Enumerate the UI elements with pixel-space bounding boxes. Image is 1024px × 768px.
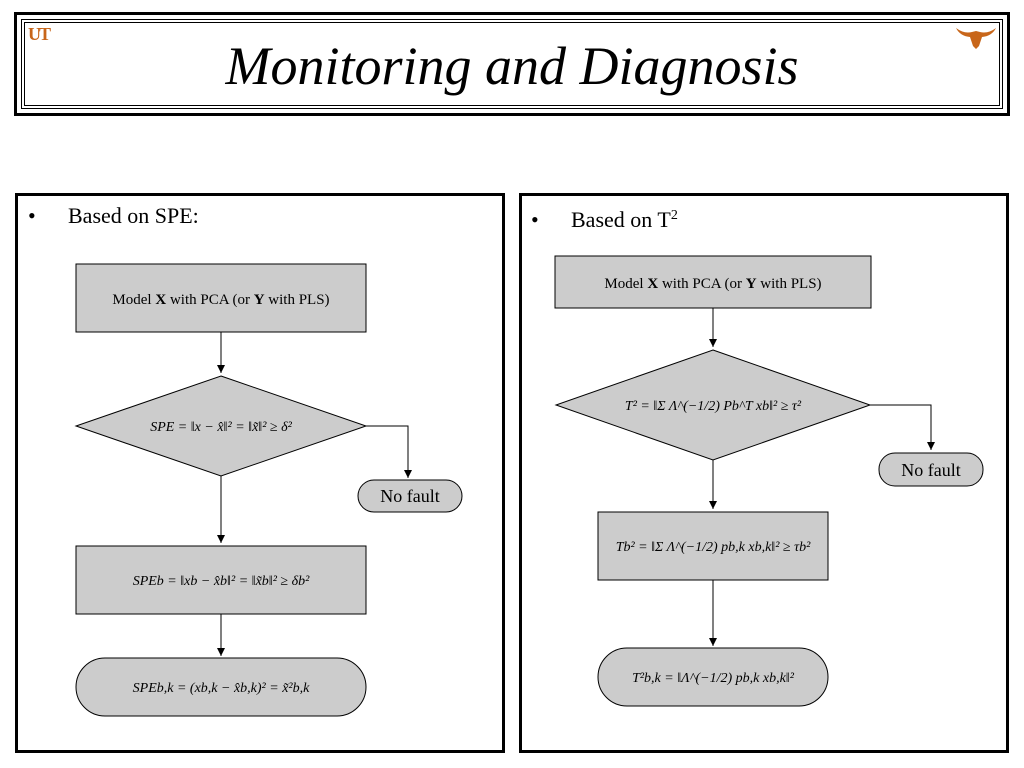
t2-b-box: Tb² = ‖Σ Λ^(−1/2) pb,k xb,k‖² ≥ τb² [597, 511, 829, 581]
t2-no-fault: No fault [878, 452, 984, 487]
longhorn-icon [956, 28, 996, 49]
spe-bk-terminal: SPEb,k = (xb,k − x̂b,k)² = x̃²b,k [75, 657, 367, 717]
t2-bk-terminal: T²b,k = ‖Λ^(−1/2) pb,k xb,k‖² [597, 647, 829, 707]
svg-text:SPE = ‖x − x̂‖² = ‖x̃‖² ≥ δ²: SPE = ‖x − x̂‖² = ‖x̃‖² ≥ δ² [150, 420, 292, 435]
svg-text:SPEb,k = (xb,k − x̂b,k)² = x̃²: SPEb,k = (xb,k − x̂b,k)² = x̃²b,k [133, 681, 310, 696]
title-frame [14, 12, 1010, 116]
svg-text:No fault: No fault [901, 460, 960, 480]
t2-bullet: •Based on T2 [531, 207, 678, 232]
svg-text:T²b,k = ‖Λ^(−1/2) pb,k xb,k‖²: T²b,k = ‖Λ^(−1/2) pb,k xb,k‖² [632, 671, 795, 686]
spe-b-box: SPEb = ‖xb − x̂b‖² = ‖x̃b‖² ≥ δb² [75, 545, 367, 615]
slide-title: Monitoring and Diagnosis [225, 36, 799, 96]
svg-text:SPEb = ‖xb − x̂b‖² = ‖x̃b‖² ≥: SPEb = ‖xb − x̂b‖² = ‖x̃b‖² ≥ δb² [133, 574, 310, 589]
svg-text:Tb² = ‖Σ Λ^(−1/2) pb,k xb,k‖²: Tb² = ‖Σ Λ^(−1/2) pb,k xb,k‖² ≥ τb² [616, 540, 811, 555]
spe-bullet: •Based on SPE: [28, 203, 199, 228]
svg-text:Model X with PCA (or Y with PL: Model X with PCA (or Y with PLS) [604, 276, 821, 292]
svg-text:No fault: No fault [380, 486, 439, 506]
svg-text:T² = ‖Σ Λ^(−1/2) Pb^T xb‖² ≥ τ: T² = ‖Σ Λ^(−1/2) Pb^T xb‖² ≥ τ² [625, 399, 802, 414]
svg-text:Model X with PCA (or Y with PL: Model X with PCA (or Y with PLS) [112, 292, 329, 308]
spe-decision-diamond: SPE = ‖x − x̂‖² = ‖x̃‖² ≥ δ² [74, 375, 368, 477]
spe-no-fault: No fault [357, 479, 463, 513]
ut-logo: UT [28, 24, 51, 44]
t2-decision-diamond: T² = ‖Σ Λ^(−1/2) Pb^T xb‖² ≥ τ² [554, 349, 872, 461]
spe-model-box: Model X with PCA (or Y with PLS) [75, 263, 367, 333]
t2-model-box: Model X with PCA (or Y with PLS) [554, 255, 872, 309]
